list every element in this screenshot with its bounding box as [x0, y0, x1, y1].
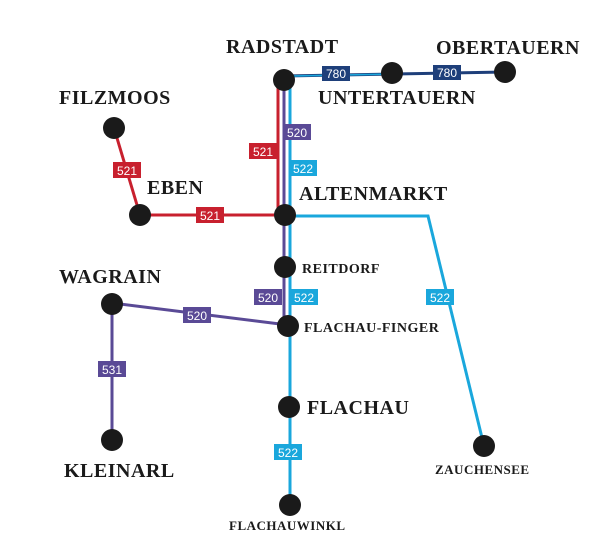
route-badge-521-eben-label: 521	[200, 209, 220, 223]
station-dot-obertauern	[494, 61, 516, 83]
station-label-kleinarl: KLEINARL	[64, 460, 175, 482]
route-badge-531: 531	[98, 361, 126, 377]
station-label-wagrain: WAGRAIN	[59, 266, 161, 288]
route-badge-521-eben: 521	[196, 207, 224, 223]
route-badge-780-b-label: 780	[437, 66, 457, 80]
route-badge-522-upper: 522	[289, 160, 317, 176]
station-label-flachau-finger: FLACHAU-FINGER	[304, 321, 440, 336]
station-label-filzmoos: FILZMOOS	[59, 87, 171, 109]
route-badge-780-b: 780	[433, 65, 461, 80]
route-badge-520-upper: 520	[283, 124, 311, 140]
route-badge-522-lower-label: 522	[294, 291, 314, 305]
route-line-522-altenmarkt-zauchensee	[288, 214, 486, 447]
station-dot-radstadt	[273, 69, 295, 91]
route-badge-780-a: 780	[322, 66, 350, 81]
station-label-flachau: FLACHAU	[307, 397, 409, 419]
route-badge-522-lower: 522	[290, 289, 318, 305]
station-label-altenmarkt: ALTENMARKT	[299, 183, 448, 205]
route-badge-522-flachau: 522	[274, 444, 302, 460]
station-dot-zauchensee	[473, 435, 495, 457]
route-badge-531-label: 531	[102, 363, 122, 377]
station-label-eben: EBEN	[147, 177, 204, 199]
route-badge-520-upper-label: 520	[287, 126, 307, 140]
station-dot-untertauern	[381, 62, 403, 84]
route-badge-780-a-label: 780	[326, 67, 346, 81]
route-badge-522-zauchensee-label: 522	[430, 291, 450, 305]
route-badge-522-upper-label: 522	[293, 162, 313, 176]
route-badge-520-lower-label: 520	[258, 291, 278, 305]
station-dot-altenmarkt	[274, 204, 296, 226]
station-dot-flachau-finger	[277, 315, 299, 337]
route-badge-520-lower: 520	[254, 289, 282, 305]
route-badge-522-flachau-label: 522	[278, 446, 298, 460]
station-dot-flachauwinkl	[279, 494, 301, 516]
station-label-reitdorf: REITDORF	[302, 262, 380, 277]
station-label-obertauern: OBERTAUERN	[436, 37, 580, 59]
station-dot-kleinarl	[101, 429, 123, 451]
station-label-radstadt: RADSTADT	[226, 36, 339, 58]
station-label-flachauwinkl: FLACHAUWINKL	[229, 518, 346, 533]
route-badge-521-vertical: 521	[249, 143, 277, 159]
station-dot-eben	[129, 204, 151, 226]
station-label-zauchensee: ZAUCHENSEE	[435, 462, 530, 477]
route-badge-521-vertical-label: 521	[253, 145, 273, 159]
station-dot-filzmoos	[103, 117, 125, 139]
route-badge-522-zauchensee: 522	[426, 289, 454, 305]
station-label-untertauern: UNTERTAUERN	[318, 87, 476, 109]
station-dot-wagrain	[101, 293, 123, 315]
route-badge-521-filzmoos-label: 521	[117, 164, 137, 178]
route-badge-520-wagrain: 520	[183, 307, 211, 323]
station-dot-reitdorf	[274, 256, 296, 278]
route-badge-520-wagrain-label: 520	[187, 309, 207, 323]
station-dot-flachau	[278, 396, 300, 418]
route-badge-521-filzmoos: 521	[113, 162, 141, 178]
